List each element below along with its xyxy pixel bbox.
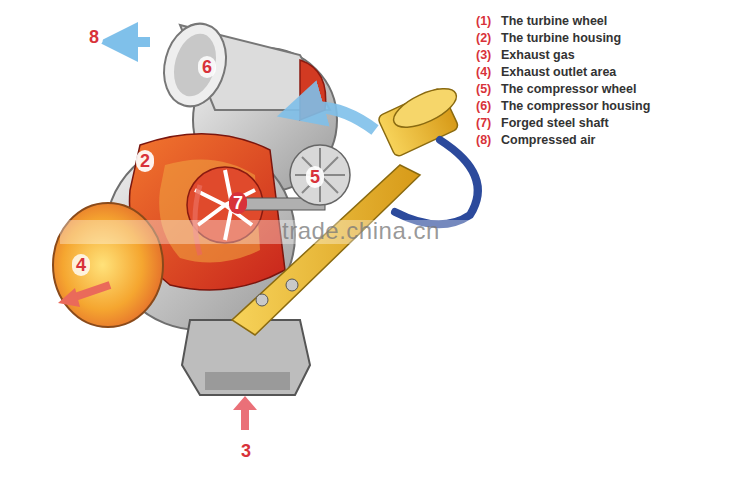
compressor-wheel-part <box>295 148 345 202</box>
wastegate-actuator <box>232 81 478 335</box>
legend-number: (6) <box>476 100 491 113</box>
wastegate-actuator-part <box>395 140 478 224</box>
legend-text: Compressed air <box>501 134 595 147</box>
callout-number: 4 <box>72 254 90 276</box>
compressor-wheel <box>290 145 350 205</box>
callout-number: 6 <box>198 56 216 78</box>
mounting-flange <box>182 320 310 395</box>
legend-text: The compressor wheel <box>501 83 636 96</box>
compressor-wheel-part <box>290 145 350 205</box>
callout-number: 8 <box>85 26 103 48</box>
watermark: trade.china.cn <box>282 219 440 243</box>
wastegate-actuator-part <box>286 279 298 291</box>
air-flow-arrows <box>118 42 375 130</box>
callout-number: 7 <box>229 192 247 214</box>
compressor-housing-part <box>155 17 235 114</box>
exhaust-flow-arrows-part <box>241 410 249 430</box>
legend-text: The turbine housing <box>501 32 621 45</box>
exhaust-flow-arrows-part <box>233 396 257 410</box>
legend-text: Exhaust outlet area <box>501 66 616 79</box>
callout-number: 3 <box>237 440 255 462</box>
legend-number: (1) <box>476 15 491 28</box>
legend-number: (7) <box>476 117 491 130</box>
mounting-flange-part <box>205 372 290 390</box>
air-flow-arrows-part <box>300 108 375 131</box>
callout-number: 5 <box>306 166 324 188</box>
watermark-band <box>60 220 480 244</box>
callout-number: 2 <box>136 150 154 172</box>
legend-number: (8) <box>476 134 491 147</box>
compressor-housing-part <box>167 29 222 101</box>
legend-text: Exhaust gas <box>501 49 575 62</box>
legend-number: (4) <box>476 66 491 79</box>
wastegate-actuator-part <box>232 165 420 335</box>
legend-text: The turbine wheel <box>501 15 607 28</box>
exhaust-flow-arrows-part <box>72 285 110 298</box>
legend-number: (2) <box>476 32 491 45</box>
legend-text: The compressor housing <box>501 100 650 113</box>
watermark-band-part <box>60 220 480 244</box>
legend-number: (5) <box>476 83 491 96</box>
wastegate-actuator-part <box>388 81 461 135</box>
exhaust-flow-arrows-part <box>58 288 80 307</box>
legend-number: (3) <box>476 49 491 62</box>
wastegate-actuator-part <box>256 294 268 306</box>
legend-text: Forged steel shaft <box>501 117 609 130</box>
air-flow-arrows-part <box>118 37 150 47</box>
mounting-flange-part <box>182 320 310 395</box>
